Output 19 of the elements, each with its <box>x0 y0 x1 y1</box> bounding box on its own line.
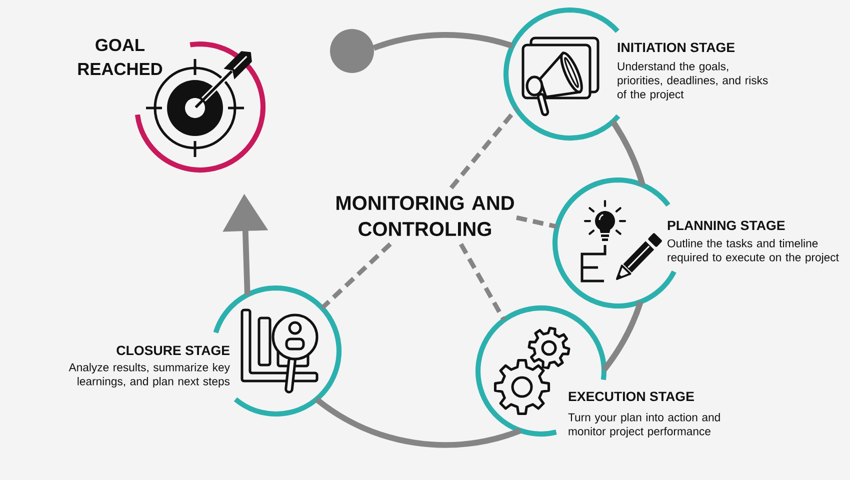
cycle-line <box>314 396 522 448</box>
cycle-line <box>610 120 646 186</box>
cycle-line <box>372 32 514 51</box>
stage-heading: EXECUTION STAGE <box>568 392 694 402</box>
stage-description: Turn your plan into action and monitor project performance <box>568 413 720 438</box>
dashed-line <box>516 215 558 229</box>
stage-description: Outline the tasks and timeline required to execute on the project <box>668 239 839 264</box>
start-dot <box>330 29 374 73</box>
stage-description: Analyze results, summarize key learnings, and plan next steps <box>68 363 230 388</box>
stage-heading: PLANNING STAGE <box>668 220 785 230</box>
goal-heading: GOAL REACHED <box>78 38 162 76</box>
stage-description: Understand the goals, priorities, deadlines, and risks of the project <box>617 62 768 101</box>
stage-heading: INITIATION STAGE <box>618 42 735 52</box>
center-heading: MONITORING AND CONTROLING <box>336 196 514 236</box>
cycle-line <box>602 300 644 372</box>
stage-heading: CLOSURE STAGE <box>116 346 230 356</box>
dashed-line <box>449 107 518 190</box>
dashed-line <box>458 242 506 322</box>
dashed-line <box>320 242 392 310</box>
